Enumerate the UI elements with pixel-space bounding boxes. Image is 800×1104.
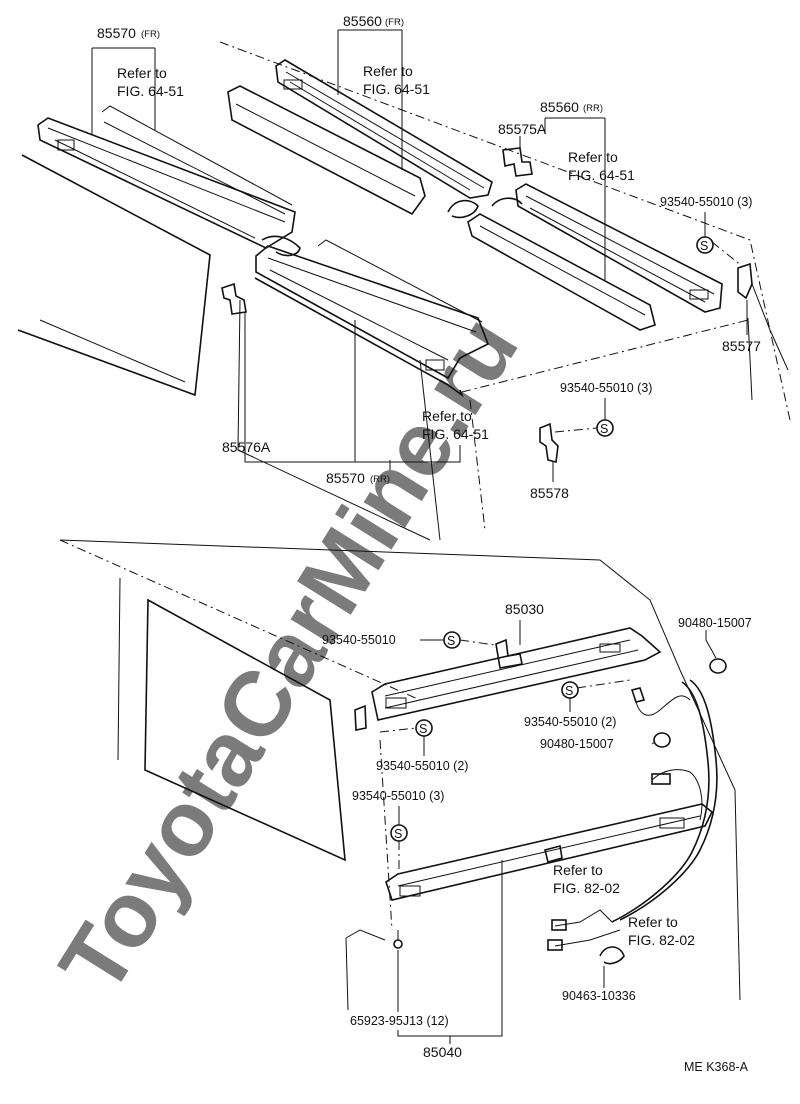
label-85560-rr: 85560	[540, 99, 579, 115]
bolt-s-85578: S	[596, 419, 614, 437]
bolt-s-left: S	[415, 719, 433, 737]
label-90463-10336: 90463-10336	[562, 989, 636, 1003]
refer-to-label: Refer to	[117, 65, 167, 81]
fig-82-02-label: FIG. 82-02	[553, 880, 620, 896]
svg-text:S: S	[565, 684, 573, 698]
bracket-85578	[539, 422, 559, 463]
rail-85560-rr	[467, 183, 723, 331]
label-93540-55010-top: 93540-55010 (3)	[660, 195, 752, 209]
label-93540-55010-lower-left: 93540-55010 (3)	[352, 789, 444, 803]
fig-64-51-label: FIG. 64-51	[363, 81, 430, 97]
rail-85560-fr	[227, 59, 493, 219]
front-side-window-glass	[17, 154, 211, 397]
svg-text:S: S	[419, 722, 427, 736]
refer-to-label: Refer to	[363, 63, 413, 79]
fig-64-51-label: FIG. 64-51	[568, 167, 635, 183]
body-outline-line	[461, 319, 749, 393]
wire-harness	[393, 658, 727, 965]
body-outline-line	[747, 317, 753, 401]
label-90480-15007-top: 90480-15007	[678, 616, 752, 630]
body-outline-line	[469, 399, 486, 531]
label-85578: 85578	[530, 485, 569, 501]
label-85576a: 85576A	[222, 439, 271, 455]
refer-to-label: Refer to	[422, 408, 472, 424]
lower-side-window-glass	[117, 577, 346, 862]
diagram-code: ME K368-A	[684, 1060, 749, 1074]
fig-64-51-label: FIG. 64-51	[422, 426, 489, 442]
label-85570-fr: 85570	[97, 25, 136, 41]
svg-text:S: S	[394, 827, 402, 841]
rail-85030	[354, 627, 662, 731]
refer-to-label: Refer to	[553, 862, 603, 878]
svg-text:S: S	[447, 634, 455, 648]
bolt-s-85030: S	[443, 631, 461, 649]
body-outline-line	[734, 789, 741, 1001]
label-93540-55010-left: 93540-55010 (2)	[376, 759, 468, 773]
label-65923-95j13: 65923-95J13 (12)	[350, 1014, 449, 1028]
bracket-85577	[737, 262, 753, 300]
tag-85560-fr: (FR)	[385, 17, 404, 28]
tag-85570-fr: (FR)	[141, 29, 160, 40]
rail-85570-rr	[255, 239, 490, 380]
refer-to-label: Refer to	[568, 149, 618, 165]
body-outline-line	[751, 283, 789, 371]
bolt-s-right: S	[561, 681, 579, 699]
rail-85040	[385, 803, 714, 901]
label-85040: 85040	[423, 1044, 462, 1060]
label-85577: 85577	[722, 338, 761, 354]
label-85570-rr: 85570	[326, 470, 365, 486]
bolt-s-lower-left: S	[390, 824, 408, 842]
tag-85570-rr: (RR)	[370, 474, 390, 485]
body-outline-line	[345, 929, 386, 941]
fig-82-02-label: FIG. 82-02	[628, 932, 695, 948]
label-85560-fr: 85560	[343, 13, 382, 29]
refer-to-label: Refer to	[628, 914, 678, 930]
bolt-s-85577: S	[696, 236, 714, 254]
label-93540-55010-mid: 93540-55010 (3)	[560, 381, 652, 395]
label-93540-55010-right: 93540-55010 (2)	[524, 715, 616, 729]
watermark: ToyotaCarMine.ru	[40, 299, 537, 1011]
label-93540-55010-85030: 93540-55010	[322, 633, 396, 647]
body-outline-line	[59, 539, 421, 701]
body-outline-line	[219, 41, 791, 421]
bracket-85576a	[221, 282, 247, 315]
rail-85570-fr	[37, 105, 301, 257]
body-outline-line	[345, 937, 349, 1011]
fig-64-51-label: FIG. 64-51	[117, 83, 184, 99]
label-90480-15007-mid: 90480-15007	[540, 737, 614, 751]
label-85030: 85030	[505, 601, 544, 617]
tag-85560-rr: (RR)	[583, 103, 603, 114]
bracket-85575a	[502, 147, 533, 177]
svg-text:S: S	[600, 422, 608, 436]
rear-side-window-glass	[237, 277, 464, 541]
label-85575a: 85575A	[498, 121, 547, 137]
svg-text:S: S	[700, 239, 708, 253]
